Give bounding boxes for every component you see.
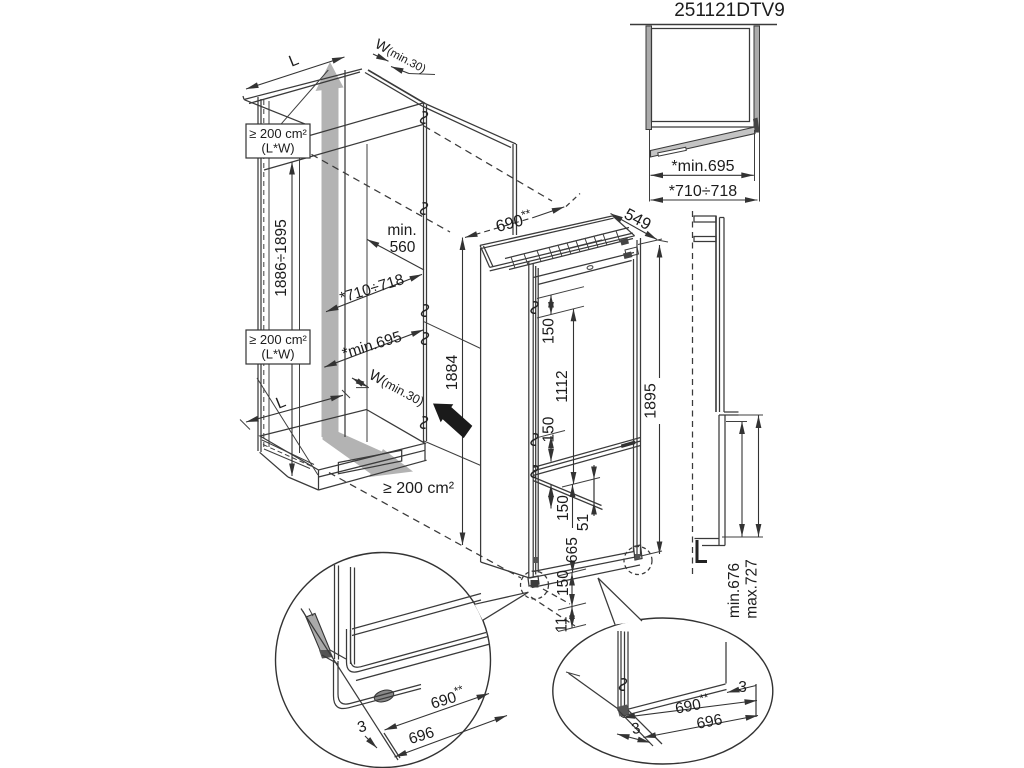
svg-text:560: 560: [390, 239, 416, 256]
svg-text:(L*W): (L*W): [261, 141, 294, 156]
svg-text:*min.695: *min.695: [671, 158, 734, 175]
svg-text:3: 3: [630, 720, 642, 738]
svg-text:≥ 200 cm²: ≥ 200 cm²: [383, 480, 455, 497]
svg-text:3: 3: [738, 679, 747, 696]
svg-text:min.: min.: [387, 222, 416, 239]
svg-text:696: 696: [695, 711, 724, 733]
svg-text:150: 150: [555, 495, 572, 521]
svg-text:1112: 1112: [554, 370, 571, 402]
svg-text:251121DTV9: 251121DTV9: [674, 0, 785, 21]
svg-text:665: 665: [564, 537, 581, 563]
svg-text:51: 51: [575, 514, 592, 531]
svg-text:696: 696: [407, 724, 437, 748]
svg-text:150: 150: [555, 570, 572, 596]
svg-text:1886÷1895: 1886÷1895: [273, 219, 290, 296]
svg-text:min.676: min.676: [726, 563, 743, 618]
svg-text:150: 150: [541, 318, 558, 344]
svg-text:150: 150: [541, 416, 558, 442]
svg-text:1884: 1884: [444, 355, 461, 391]
svg-text:11: 11: [554, 616, 571, 632]
svg-text:≥ 200 cm²: ≥ 200 cm²: [249, 126, 307, 141]
svg-text:(L*W): (L*W): [261, 347, 294, 362]
svg-text:1895: 1895: [643, 383, 660, 419]
svg-text:max.727: max.727: [744, 559, 761, 618]
svg-text:≥ 200 cm²: ≥ 200 cm²: [249, 332, 307, 347]
svg-text:*710÷718: *710÷718: [669, 183, 738, 200]
